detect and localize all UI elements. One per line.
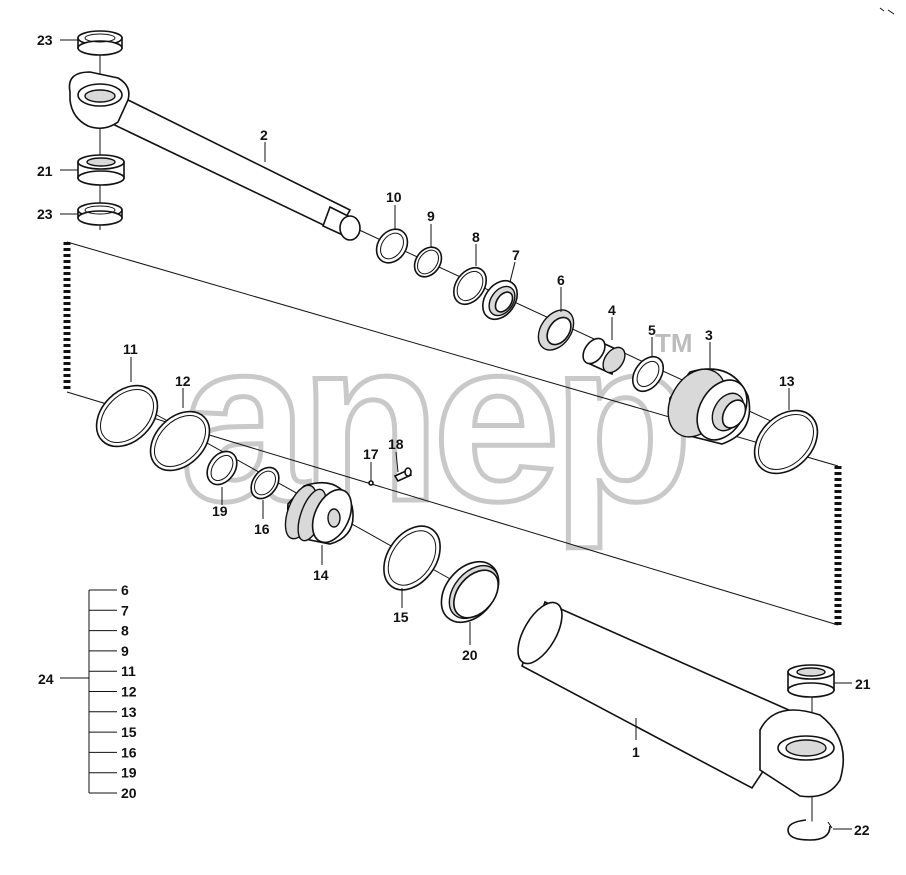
bushing-23-lower — [77, 202, 123, 226]
ring-9 — [413, 246, 443, 278]
screw-18 — [393, 467, 413, 483]
kit-item-11: 11 — [121, 663, 136, 679]
kit-item-16: 16 — [121, 744, 137, 760]
callout-23-lower: 23 — [37, 206, 53, 222]
kit-item-7: 7 — [121, 602, 129, 618]
ring-6 — [537, 309, 575, 351]
piston-rod — [68, 71, 361, 241]
corner-mark — [879, 7, 895, 15]
seal-7 — [481, 279, 519, 321]
kit-24-list: 24 6 7 8 9 11 12 13 15 16 19 20 — [38, 582, 137, 801]
ring-20 — [440, 560, 500, 624]
callout-20: 20 — [462, 647, 478, 663]
callout-7: 7 — [512, 247, 520, 263]
circlip-22 — [787, 819, 833, 841]
callout-21-lower: 21 — [855, 676, 871, 692]
watermark: anep TM — [178, 290, 696, 552]
sleeve-21-top — [77, 154, 125, 186]
callout-10: 10 — [386, 189, 402, 205]
kit-item-15: 15 — [121, 724, 137, 740]
callout-3: 3 — [705, 327, 713, 343]
ring-10 — [375, 228, 409, 264]
kit-item-20: 20 — [121, 785, 137, 801]
ring-13 — [753, 409, 819, 475]
kit-item-19: 19 — [121, 765, 137, 781]
watermark-text: anep — [180, 292, 685, 549]
sleeve-21-lower — [787, 664, 835, 698]
kit-item-12: 12 — [121, 684, 137, 700]
callout-21-top: 21 — [37, 163, 53, 179]
watermark-tm: TM — [655, 328, 693, 358]
ring-8 — [452, 266, 488, 306]
callout-9: 9 — [427, 208, 435, 224]
kit-item-9: 9 — [121, 643, 129, 659]
callout-22: 22 — [854, 822, 870, 838]
ring-12 — [149, 410, 211, 472]
ring-5 — [631, 355, 665, 393]
kit-item-8: 8 — [121, 623, 129, 639]
callout-16: 16 — [254, 521, 270, 537]
callout-5: 5 — [648, 322, 656, 338]
ring-11 — [95, 384, 159, 448]
ring-15 — [383, 525, 441, 591]
callouts: 23 2 21 23 10 9 8 7 6 4 5 3 13 — [37, 32, 871, 838]
gland-3 — [667, 368, 751, 445]
callout-19: 19 — [212, 503, 228, 519]
callout-17: 17 — [363, 446, 379, 462]
bushing-23-top — [77, 30, 123, 56]
callout-13: 13 — [779, 373, 795, 389]
kit-item-6: 6 — [121, 582, 129, 598]
callout-15: 15 — [393, 609, 409, 625]
kit-item-13: 13 — [121, 704, 137, 720]
ring-16 — [250, 466, 280, 500]
piston-14 — [284, 482, 354, 545]
pin-17 — [368, 480, 374, 486]
callout-1: 1 — [632, 744, 640, 760]
sleeve-4 — [582, 337, 626, 376]
kit-label: 24 — [38, 671, 54, 687]
callout-12: 12 — [175, 373, 191, 389]
callout-14: 14 — [313, 567, 329, 583]
callout-8: 8 — [472, 229, 480, 245]
callout-11: 11 — [123, 341, 138, 357]
callout-4: 4 — [608, 302, 616, 318]
callout-23-top: 23 — [37, 32, 53, 48]
callout-6: 6 — [557, 272, 565, 288]
cylinder-barrel — [517, 600, 844, 798]
callout-2: 2 — [260, 127, 268, 143]
callout-18: 18 — [388, 436, 404, 452]
ring-19 — [206, 450, 238, 486]
